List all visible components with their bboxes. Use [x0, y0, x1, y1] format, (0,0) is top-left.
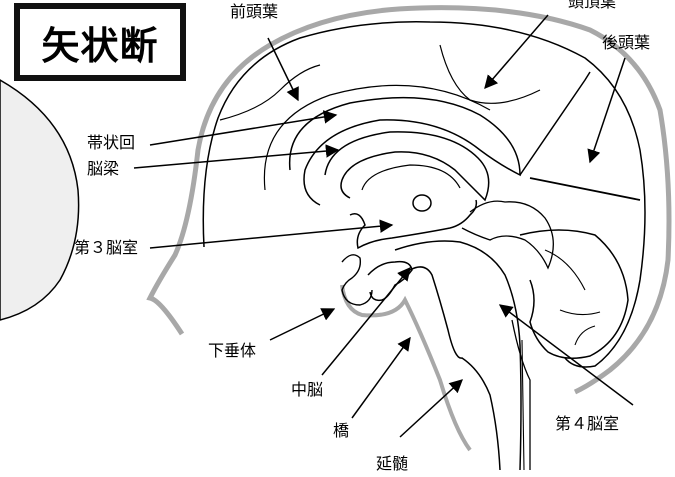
label-medulla: 延髄: [376, 454, 409, 473]
arrow-occipital-lobe: [587, 57, 626, 164]
diagram-title: 矢状断: [41, 23, 159, 68]
label-pituitary: 下垂体: [208, 341, 257, 360]
parieto-occipital-sulcus: [519, 71, 591, 176]
arrow-corpus-callosum: [133, 144, 340, 169]
fornix-line: [361, 164, 461, 191]
arrow-midbrain: [321, 266, 411, 376]
label-fourth-ventricle: 第４脳室: [555, 414, 620, 433]
cingulate-outer: [263, 84, 491, 191]
skull-outline: [146, 5, 672, 395]
pons-shape: [409, 266, 501, 471]
cerebellum-folia-1: [544, 249, 586, 291]
thalamus-shape: [461, 200, 554, 270]
fourth-ventricle-line: [511, 319, 531, 470]
third-ventricle-shape: [349, 199, 478, 250]
label-cingulate-gyrus: 帯状回: [87, 133, 136, 152]
corpus-callosum-shape: [324, 131, 490, 202]
cerebellum-folia-3: [574, 325, 596, 346]
pituitary-shape: [341, 254, 373, 306]
head-profile-shape: [0, 79, 80, 321]
frontal-gyrus-line: [219, 64, 321, 121]
label-pons: 橋: [333, 421, 350, 440]
label-corpus-callosum: 脳梁: [87, 159, 120, 178]
cerebellum-folia-2: [559, 309, 601, 316]
interventricular-foramen: [412, 194, 432, 212]
brainstem-skull-line: [340, 284, 472, 452]
cerebrum-outline: [202, 21, 646, 368]
calcarine-sulcus: [529, 177, 641, 201]
label-parietal-lobe: 頭頂葉: [568, 0, 617, 11]
arrow-fourth-ventricle: [498, 304, 634, 406]
arrow-third-ventricle: [149, 219, 394, 249]
label-occipital-lobe: 後頭葉: [602, 33, 651, 52]
arrow-medulla: [399, 379, 463, 438]
arrow-frontal-lobe: [267, 37, 299, 102]
label-third-ventricle: 第３脳室: [74, 238, 139, 257]
midbrain-shape: [367, 260, 413, 302]
arrow-pons: [351, 336, 411, 419]
cerebellum-shape: [519, 229, 629, 359]
arrow-pituitary: [269, 308, 336, 341]
label-midbrain: 中脳: [291, 380, 324, 399]
title-box: 矢状断: [14, 3, 186, 81]
cingulate-gyrus-shape: [288, 96, 521, 206]
arrow-parietal-lobe: [484, 14, 549, 90]
label-frontal-lobe: 前頭葉: [230, 2, 279, 21]
spinal-canal-line: [521, 339, 525, 471]
arrow-cingulate-gyrus: [149, 110, 338, 146]
brainstem-front: [394, 240, 522, 471]
